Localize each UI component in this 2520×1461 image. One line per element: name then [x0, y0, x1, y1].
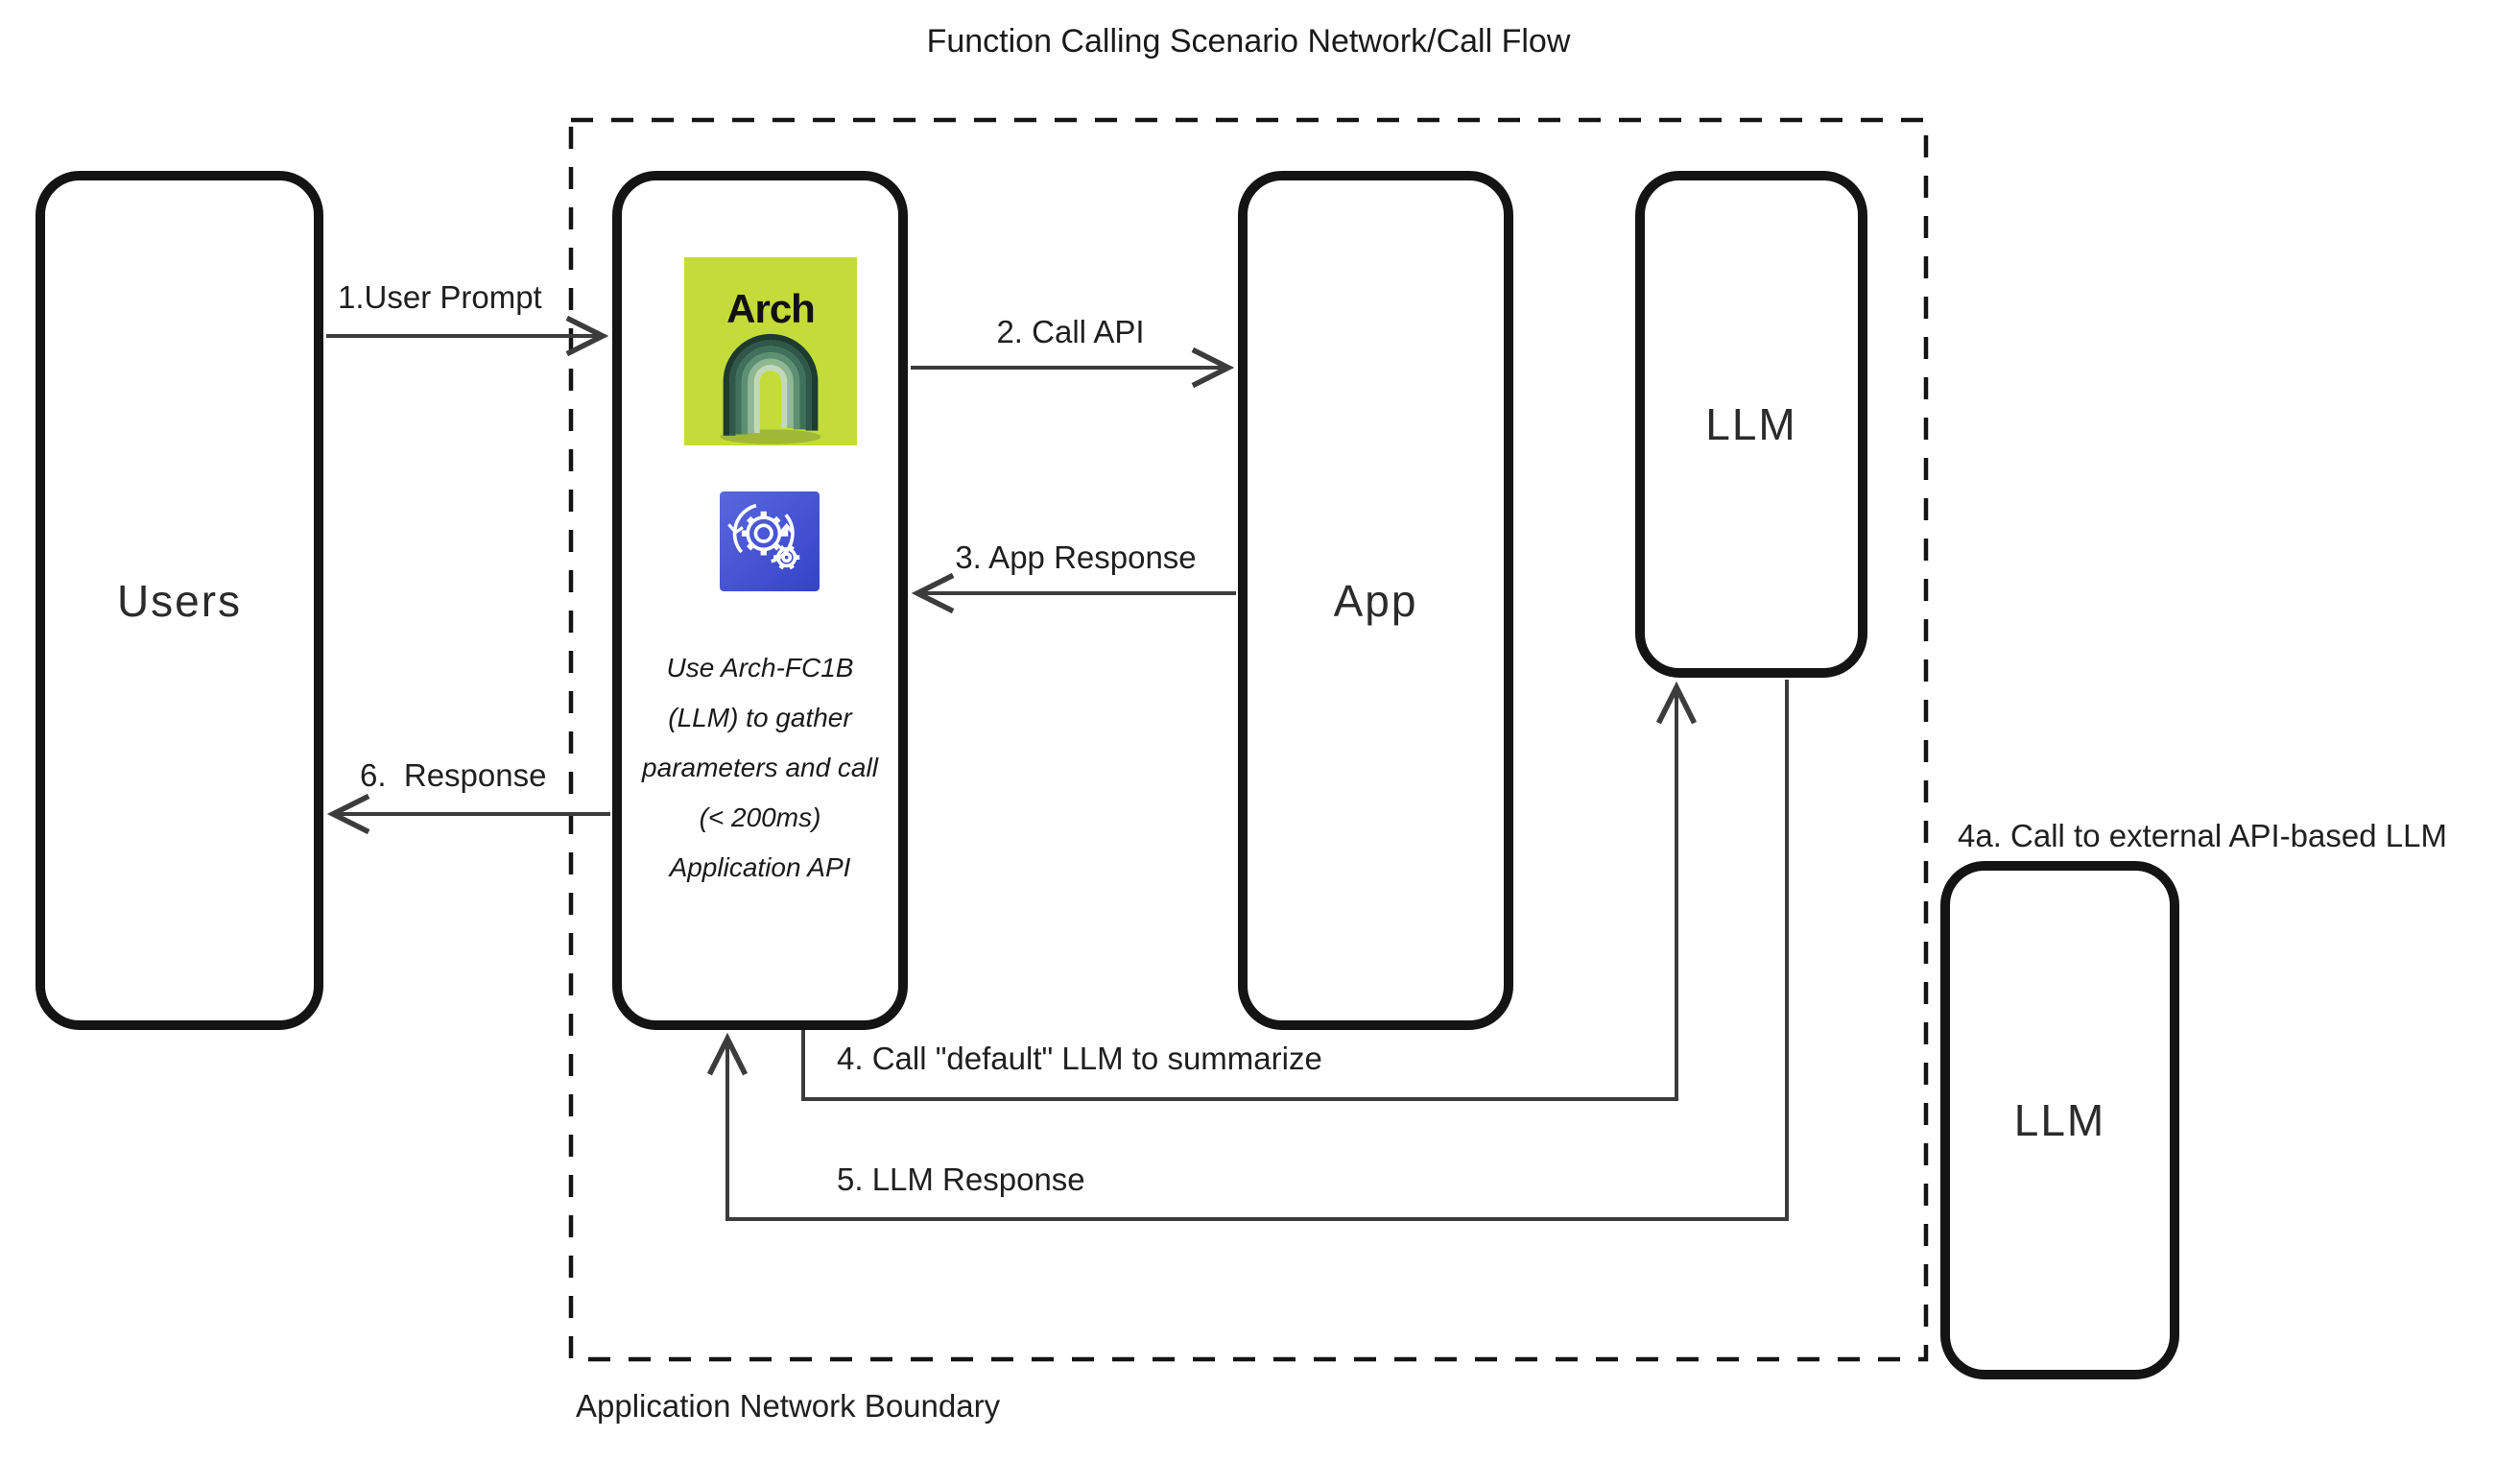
llm-internal-label: LLM	[1705, 399, 1797, 449]
flow-label-2-call-api: 2. Call API	[996, 314, 1145, 349]
node-llm-internal: LLM	[1635, 171, 1867, 678]
app-label: App	[1333, 575, 1418, 626]
arch-description: Use Arch-FC1B (LLM) to gather parameters…	[642, 653, 878, 882]
node-users: Users	[36, 171, 323, 1030]
flow-label-3-app-response: 3. App Response	[955, 539, 1197, 575]
llm-external-label: LLM	[2013, 1095, 2106, 1145]
arch-logo-wordmark: Arch	[726, 286, 816, 331]
gears-sync-icon	[720, 491, 820, 591]
flow-label-1-user-prompt: 1.User Prompt	[338, 279, 542, 315]
flow-label-4-call-default-llm: 4. Call "default" LLM to summarize	[837, 1041, 1322, 1076]
arrow-5-llm-response	[706, 680, 1789, 1221]
flow-label-6-response: 6. Response	[360, 757, 547, 793]
flow-label-5-llm-response: 5. LLM Response	[837, 1162, 1085, 1197]
application-network-boundary-label: Application Network Boundary	[576, 1388, 1001, 1424]
node-arch: Arch	[612, 171, 908, 1030]
users-label: Users	[116, 575, 243, 626]
external-llm-caption: 4a. Call to external API-based LLM	[1958, 818, 2447, 853]
application-network-boundary-box	[568, 117, 1929, 1362]
arch-icon	[720, 333, 821, 444]
diagram-title: Function Calling Scenario Network/Call F…	[926, 23, 1571, 60]
node-llm-external: LLM	[1940, 861, 2179, 1379]
node-app: App	[1238, 171, 1513, 1030]
arch-3d-logo: Arch	[684, 257, 857, 445]
arrow-4-call-default-llm	[801, 681, 1698, 1101]
